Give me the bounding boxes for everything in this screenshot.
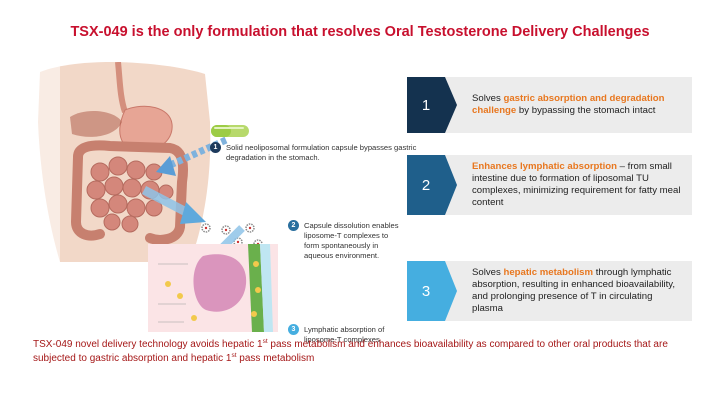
- benefit-highlight: gastric absorption and degradation chall…: [472, 93, 665, 116]
- lymphatic-absorption-illustration: [148, 244, 278, 332]
- benefit-number: 1: [421, 96, 431, 114]
- benefit-3: 3 Solves hepatic metabolism through lymp…: [407, 261, 692, 321]
- benefit-number: 3: [421, 282, 431, 300]
- chevron-icon: [407, 261, 457, 321]
- capsule-icon: [211, 125, 249, 137]
- footer-note: TSX-049 novel delivery technology avoids…: [33, 338, 668, 364]
- benefit-number: 2: [421, 176, 431, 194]
- chevron-icon: [407, 77, 457, 133]
- benefit-2: 2 Enhances lymphatic absorption – from s…: [407, 155, 692, 215]
- step-text: Solid neoliposomal formulation capsule b…: [226, 143, 417, 162]
- step-number: 3: [288, 324, 299, 335]
- step-number: 2: [288, 220, 299, 231]
- digestive-system-illustration: [30, 62, 211, 262]
- benefit-highlight: Enhances lymphatic absorption: [472, 161, 618, 172]
- benefit-text: Solves gastric absorption and degradatio…: [472, 93, 665, 116]
- delivery-illustration: 1 Solid neoliposomal formulation capsule…: [30, 62, 416, 344]
- step-text: Capsule dissolution enables liposome-T c…: [304, 221, 399, 260]
- step-text: Lymphatic absorption of liposome-T compl…: [304, 325, 385, 344]
- chevron-icon: [407, 155, 457, 215]
- benefit-text: Enhances lymphatic absorption – from sma…: [472, 161, 681, 208]
- benefit-text: Solves hepatic metabolism through lympha…: [472, 267, 676, 314]
- arrow-icon: [141, 186, 206, 224]
- benefit-highlight: hepatic metabolism: [503, 267, 594, 278]
- slide-title: TSX-049 is the only formulation that res…: [70, 24, 650, 40]
- benefit-1: 1 Solves gastric absorption and degradat…: [407, 77, 692, 133]
- step-number: 1: [210, 142, 221, 153]
